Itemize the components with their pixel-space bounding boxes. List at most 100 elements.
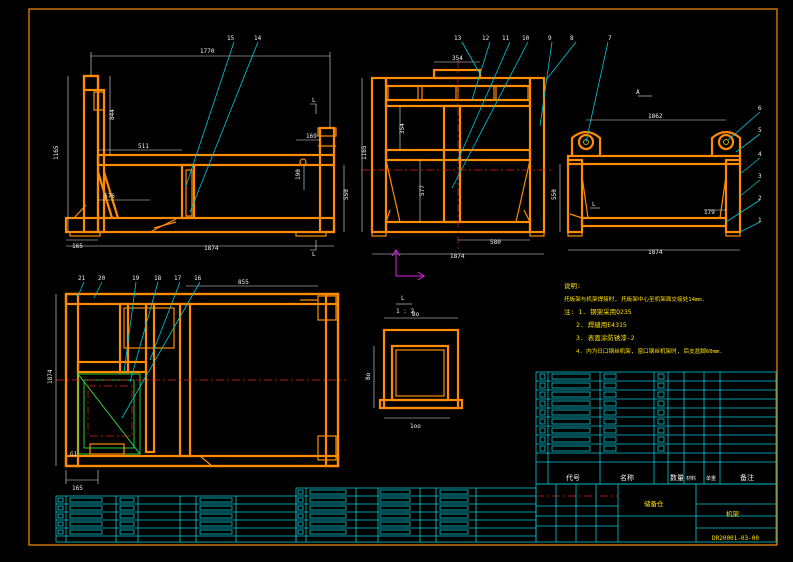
parts-row-cell — [603, 409, 617, 416]
bottom-row-cell — [69, 497, 103, 503]
section-label: L — [401, 295, 405, 302]
parts-row-cell — [603, 418, 617, 425]
dim-side-total: 1874 — [204, 245, 219, 252]
callout-16: 16 — [194, 275, 202, 282]
bottom-row-cell — [199, 505, 233, 511]
col-weight: 单重 — [706, 475, 716, 482]
bottom-row-cell — [69, 505, 103, 511]
dim-section-bottom: 1oo — [410, 423, 421, 430]
callout-2: 2 — [758, 195, 762, 202]
callout-7: 7 — [608, 35, 612, 42]
parts-row-cell — [539, 427, 546, 434]
bottom-row-cell — [309, 513, 347, 519]
technical-notes: 说明: 托板架与机架焊接时, 托板架中心至机架面交接处14mm. 注: 1. 钢… — [564, 281, 723, 355]
bottom-row-cell — [309, 489, 347, 495]
dim-side-base: 165 — [72, 243, 83, 250]
col-code: 代号 — [566, 473, 580, 482]
parts-row-cell — [603, 400, 617, 407]
dim-front-bottom: 580 — [490, 239, 501, 246]
bottom-row-cell — [379, 529, 411, 535]
parts-row-cell — [657, 409, 665, 416]
parts-row-cell — [551, 373, 591, 380]
callout-13: 13 — [454, 35, 462, 42]
bottom-row-cell — [297, 521, 304, 527]
bottom-row-cell — [439, 529, 469, 535]
bottom-row-cell — [297, 497, 304, 503]
dim-plan-base: 165 — [72, 485, 83, 492]
dim-front-left: 1165 — [361, 145, 368, 160]
section-mark-bottom: L — [312, 251, 316, 258]
bottom-row-cell — [379, 489, 411, 495]
dim-end-total: 1874 — [648, 249, 663, 256]
notes-line-0: 托板架与机架焊接时, 托板架中心至机架面交接处14mm. — [564, 295, 705, 303]
parts-row-cell — [603, 436, 617, 443]
bottom-row-cell — [439, 505, 469, 511]
bottom-row-cell — [199, 521, 233, 527]
callout-10: 10 — [522, 35, 530, 42]
parts-row-cell — [539, 409, 546, 416]
dim-front-side: 354 — [399, 123, 406, 134]
dim-plan-top: 855 — [238, 279, 249, 286]
col-note: 备注 — [740, 473, 754, 482]
dim-front-mid: 577 — [419, 185, 426, 196]
callout-6: 6 — [758, 105, 762, 112]
callout-3: 3 — [758, 173, 762, 180]
bottom-row-cell — [379, 505, 411, 511]
parts-row-cell — [657, 445, 665, 452]
parts-row-cell — [539, 382, 546, 389]
bottom-row-cell — [379, 497, 411, 503]
section-view: L 1 : 2 Bo Bo 1oo — [365, 295, 464, 430]
callout-5: 5 — [758, 127, 762, 134]
dim-end-top: 1862 — [648, 113, 663, 120]
col-name: 名称 — [620, 473, 634, 482]
callout-4: 4 — [758, 151, 762, 158]
bottom-row-cell — [297, 505, 304, 511]
parts-row-cell — [539, 436, 546, 443]
parts-row-cell — [657, 400, 665, 407]
callout-18: 18 — [154, 275, 162, 282]
parts-row-cell — [603, 391, 617, 398]
bottom-row-cell — [309, 529, 347, 535]
parts-row-cell — [539, 445, 546, 452]
bottom-row-cell — [57, 505, 64, 511]
notes-line-2: 2. 焊缝用E4315 — [576, 320, 627, 329]
bottom-row-cell — [439, 521, 469, 527]
callout-11: 11 — [502, 35, 510, 42]
part-name: 机架 — [726, 509, 740, 518]
bottom-row-cell — [439, 513, 469, 519]
parts-row-cell — [657, 427, 665, 434]
callout-1: 1 — [758, 217, 762, 224]
parts-row-cell — [603, 427, 617, 434]
parts-row-cell — [539, 418, 546, 425]
dim-section-top: Bo — [412, 311, 420, 318]
parts-row-cell — [539, 391, 546, 398]
bottom-row-cell — [119, 513, 135, 519]
bottom-row-cell — [297, 489, 304, 495]
bottom-row-cell — [199, 513, 233, 519]
drawing-border — [28, 8, 778, 546]
parts-row-cell — [551, 418, 591, 425]
bottom-row-cell — [309, 521, 347, 527]
drawing-number: DR20001-03-00 — [712, 535, 759, 542]
bottom-row-cell — [199, 497, 233, 503]
dim-side-right-b: 190 — [295, 169, 302, 180]
bottom-row-cell — [199, 529, 233, 535]
dim-plan-small: G1 — [70, 451, 78, 458]
parts-row-cell — [551, 409, 591, 416]
plan-view: 21 20 19 18 17 16 855 1874 165 G1 — [47, 275, 346, 492]
parts-row-cell — [551, 427, 591, 434]
parts-row-cell — [657, 391, 665, 398]
dim-end-left: 179 — [704, 209, 715, 216]
notes-line-4: 4. 内为日口钢丝机架, 窗口钢丝机架时, 后支盆脚60mm. — [576, 347, 723, 355]
parts-row-cell — [551, 391, 591, 398]
section-scale: 1 : 2 — [396, 308, 414, 315]
callout-21: 21 — [78, 275, 86, 282]
callout-12: 12 — [482, 35, 490, 42]
dim-side-inner: 844 — [109, 109, 116, 120]
notes-line-3: 3. 表面涂防锈漆-2 — [576, 333, 635, 342]
parts-row-cell — [539, 400, 546, 407]
dim-side-right-c: 550 — [343, 189, 350, 200]
bottom-row-cell — [379, 513, 411, 519]
bottom-row-cell — [119, 497, 135, 503]
bottom-row-cell — [69, 513, 103, 519]
